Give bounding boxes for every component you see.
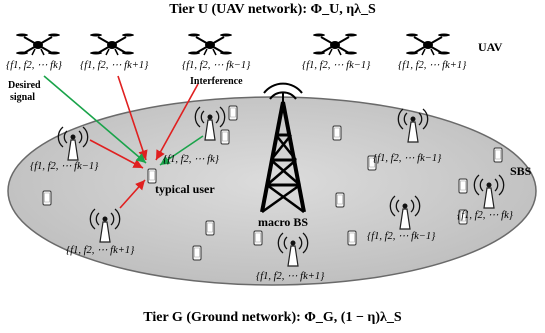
freq-set-uav2: {f1, f2, ⋯ fk+1} (80, 60, 149, 71)
interference-arrows (89, 75, 199, 209)
freq-set-sbs-right2: {f1, f2, ⋯ fk} (457, 210, 513, 221)
interference-label: Interference (190, 76, 243, 87)
phone-icon (458, 178, 468, 194)
freq-set-sbs-bottom: {f1, f2, ⋯ fk+1} (256, 271, 325, 282)
phone-icon (42, 190, 52, 206)
tier-g-title: Tier G (Ground network): Φ_G, (1 − η)λ_S (143, 310, 402, 325)
uav-icon (405, 32, 451, 56)
freq-set-uav4: {f1, f2, ⋯ fk−1} (302, 60, 371, 71)
phone-icon (332, 125, 342, 141)
freq-set-sbs-right1: {f1, f2, ⋯ fk−1} (373, 153, 442, 164)
uav-icon (187, 32, 233, 56)
uav-icon (89, 32, 135, 56)
macro-bs-label: macro BS (258, 215, 309, 229)
phone-icon (220, 129, 230, 145)
phone-icon (253, 230, 263, 246)
uav-icon (15, 32, 61, 56)
freq-set-uav5: {f1, f2, ⋯ fk+1} (398, 60, 467, 71)
freq-set-uav3: {f1, f2, ⋯ fk−1} (182, 60, 251, 71)
desired-signal-arrows (43, 75, 204, 166)
sbs-label: SBS (510, 164, 532, 178)
freq-set-sbs-bottom-left: {f1, f2, ⋯ fk+1} (66, 245, 135, 256)
phone-icon (493, 147, 503, 163)
tier-u-title: Tier U (UAV network): Φ_U, ηλ_S (169, 2, 376, 17)
typical-user-label: typical user (155, 182, 215, 196)
phone-icon (228, 105, 238, 121)
freq-set-uav1: {f1, f2, ⋯ fk} (6, 60, 62, 71)
macro-tower-icon (260, 82, 306, 214)
uav-icon (312, 32, 358, 56)
desired-signal-label-line2: signal (10, 92, 36, 103)
phone-icon (192, 245, 202, 261)
phone-icon (205, 220, 215, 236)
freq-set-sbs-right3: {f1, f2, ⋯ fk−1} (367, 231, 436, 242)
phone-icon (147, 168, 157, 184)
phone-icon (347, 230, 357, 246)
freq-set-sbs-left: {f1, f2, ⋯ fk−1} (30, 161, 99, 172)
phone-icon (335, 192, 345, 208)
coverage-area-ellipse (7, 96, 537, 286)
freq-set-sbs-center: {f1, f2, ⋯ fk} (163, 154, 219, 165)
desired-signal-label-line1: Desired (8, 80, 41, 91)
uav-label: UAV (478, 40, 503, 54)
